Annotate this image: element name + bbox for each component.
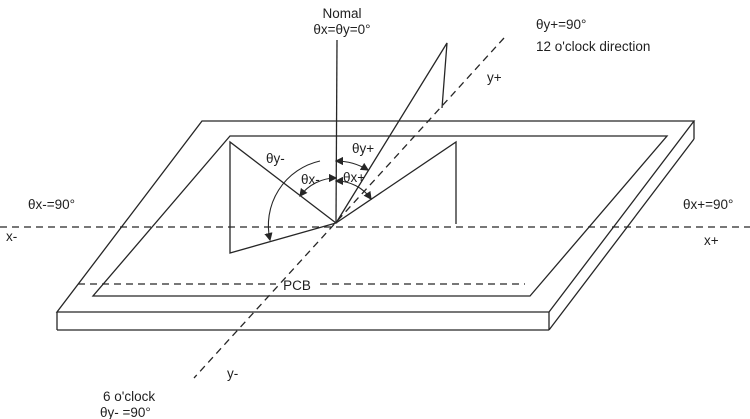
y-plus-axis-label: y+ (487, 70, 502, 85)
normal-axis-line (335, 39, 338, 224)
x-minus-angle-label: θx-=90° (28, 197, 75, 212)
theta-y-plus-arc (334, 156, 370, 171)
x-minus-cone (229, 140, 338, 254)
x-plus-angle-label: θx+=90° (683, 197, 733, 212)
normal-title-label: Nomal (322, 6, 361, 21)
y-plus-cone (335, 42, 448, 224)
panel-inner-face (91, 135, 669, 297)
theta-x-minus-label: θx- (301, 172, 320, 187)
theta-y-minus-arc (264, 160, 321, 242)
y-minus-angle-label: θy- =90° (100, 405, 151, 419)
panel-thickness-edges (56, 121, 695, 331)
y-plus-angle-label: θy+=90° (536, 17, 586, 32)
theta-y-minus-label: θy- (266, 151, 285, 166)
theta-x-plus-label: θx+ (343, 170, 365, 185)
normal-angle-label: θx=θy=0° (313, 22, 370, 37)
theta-x-plus-arc (334, 176, 372, 201)
x-minus-axis-label: x- (6, 229, 17, 244)
y-plus-direction-label: 12 o'clock direction (536, 39, 650, 54)
y-minus-axis-label: y- (227, 366, 238, 381)
x-plus-axis-label: x+ (704, 233, 719, 248)
y-minus-direction-label: 6 o'clock (103, 389, 155, 404)
x-plus-cone (335, 140, 457, 224)
y-axis-line (193, 37, 505, 379)
pcb-label: PCB (283, 278, 311, 293)
theta-x-minus-arc (299, 173, 338, 197)
theta-y-plus-label: θy+ (352, 141, 374, 156)
